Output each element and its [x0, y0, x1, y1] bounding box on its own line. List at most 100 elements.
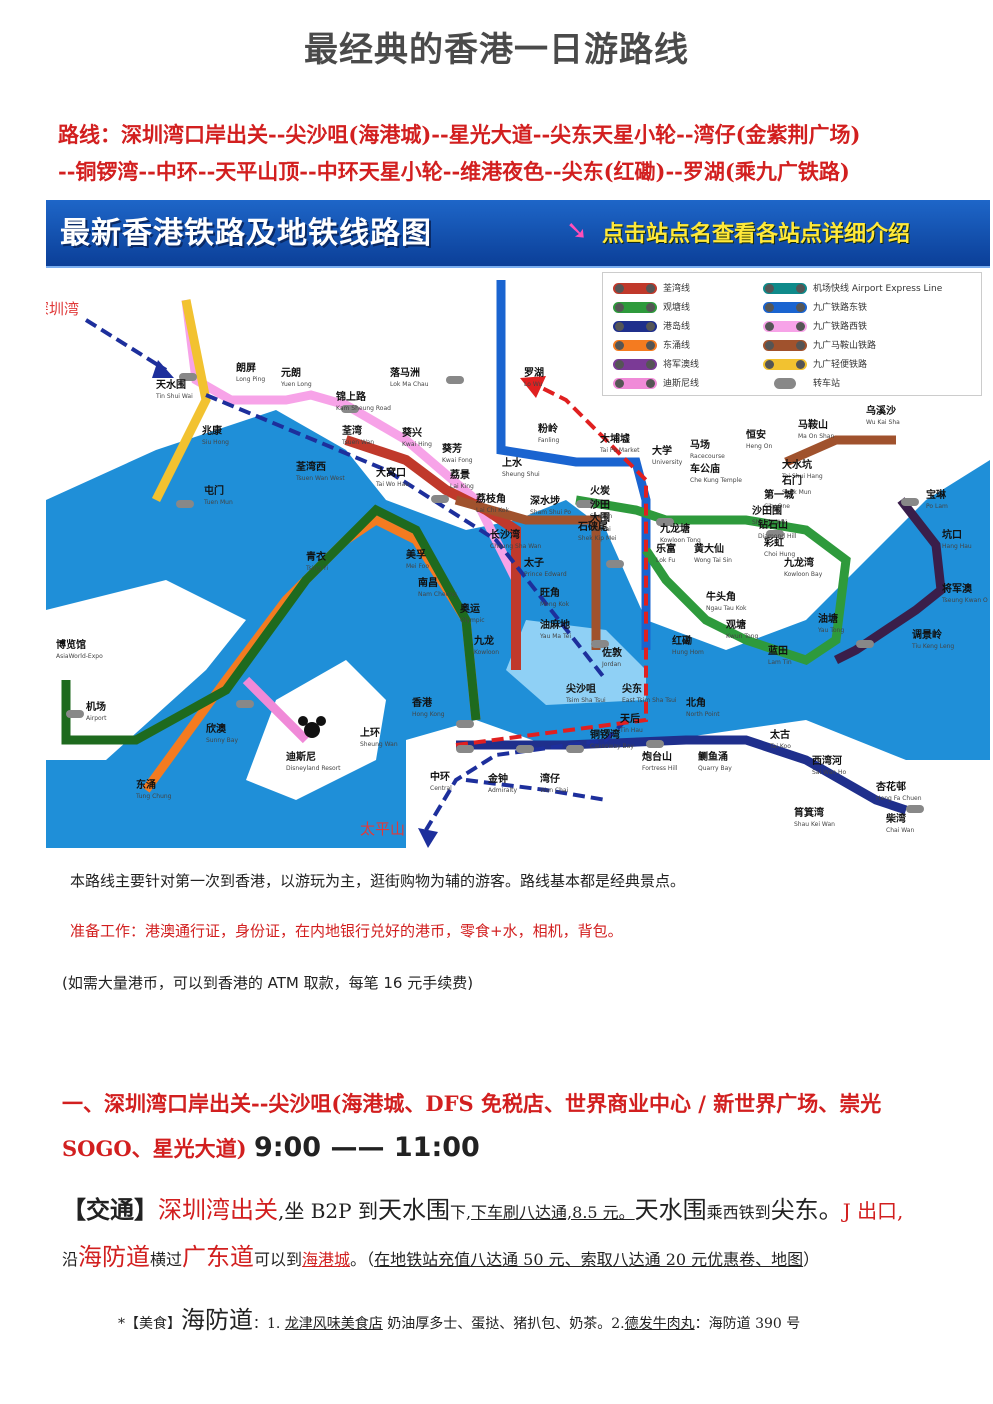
map-banner-subtitle: 点击站点名查看各站点详细介绍 [602, 222, 911, 247]
traffic-label: 【交通】 [62, 1195, 158, 1224]
legend-item: 东涌线 [613, 338, 690, 351]
disneyland-line [242, 676, 310, 744]
interchange-swatch-icon [774, 378, 796, 389]
rail-map[interactable]: 最新香港铁路及地铁线路图 ➘ 点击站点名查看各站点详细介绍 荃湾线 观塘线 港岛… [46, 200, 990, 848]
shop-link[interactable]: 德发牛肉丸 [624, 1316, 695, 1332]
legend-item: 迪斯尼线 [613, 376, 699, 389]
line-swatch-icon [613, 359, 657, 370]
rail-map-drawing [46, 280, 990, 848]
intro-text: 本路线主要针对第一次到香港，以游玩为主，逛街购物为辅的游客。路线基本都是经典景点… [70, 872, 686, 890]
legend-item: 港岛线 [613, 319, 690, 332]
page-title: 最经典的香港一日游路线 [304, 30, 689, 70]
line-swatch-icon [763, 283, 807, 294]
line-swatch-icon [613, 283, 657, 294]
route-arrow-return [455, 378, 648, 747]
harbour-city-link[interactable]: 海港城 [302, 1250, 351, 1269]
shop-link[interactable]: 龙津风味美食店 [284, 1316, 383, 1332]
map-banner-title: 最新香港铁路及地铁线路图 [60, 216, 432, 251]
section-1-title: 一、深圳湾口岸出关--尖沙咀(海港城、DFS 免税店、世界商业中心 / 新世界广… [62, 1091, 882, 1161]
